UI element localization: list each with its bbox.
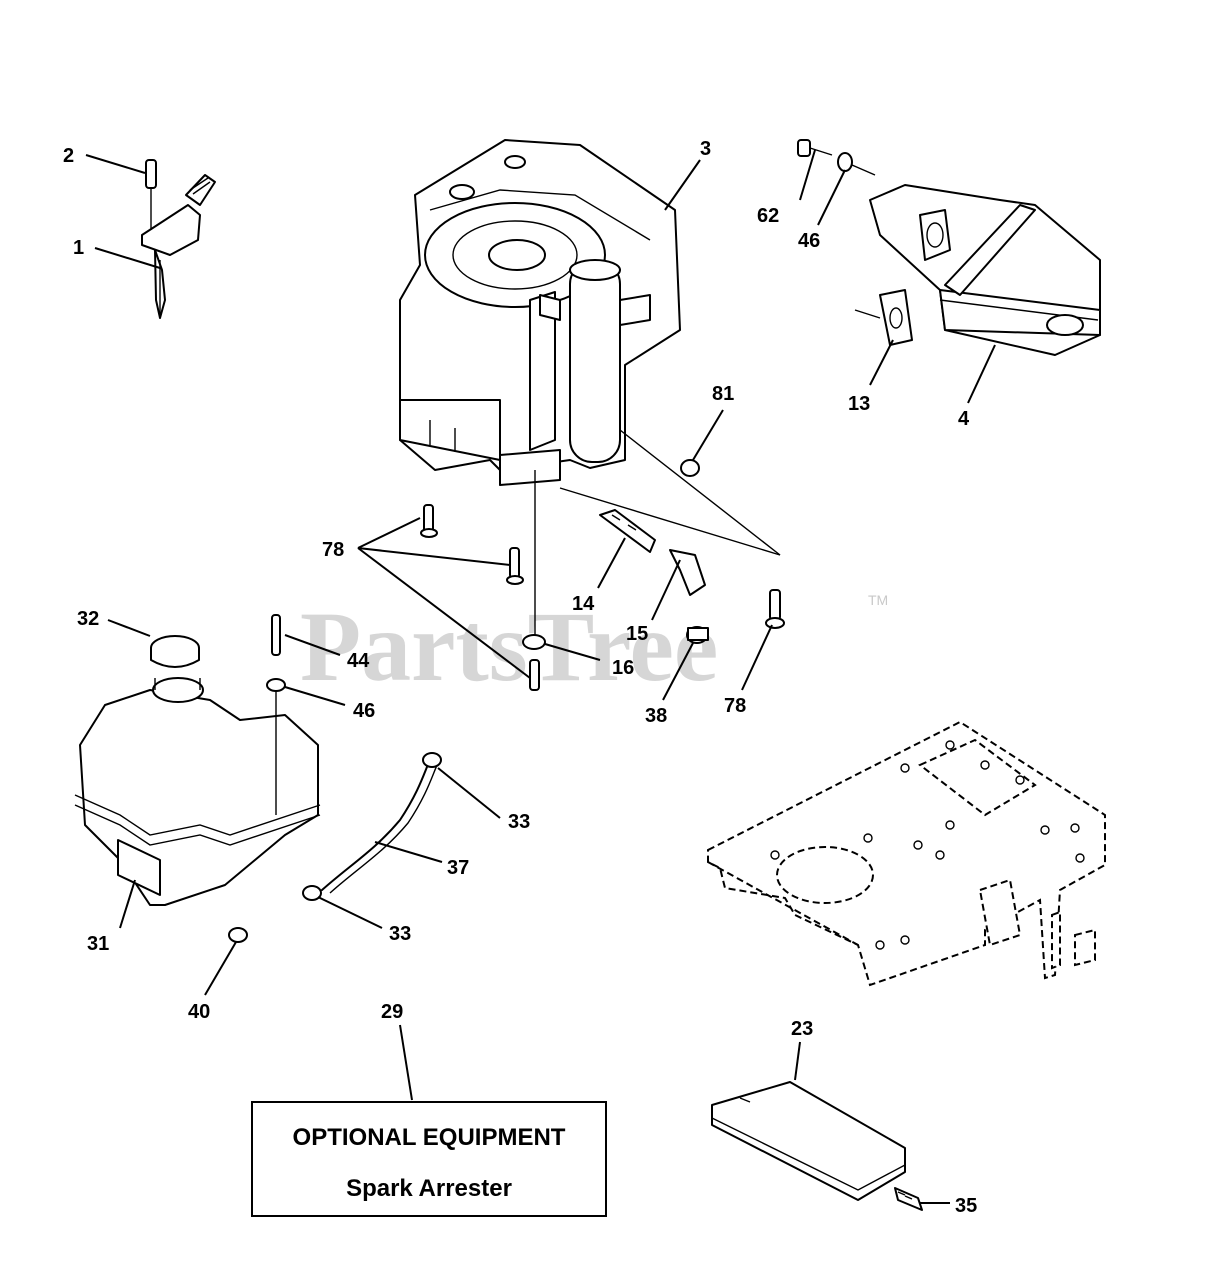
throttle-control-drawing [141,159,216,319]
callout-4: 4 [958,408,970,430]
frame-plate-drawing [707,720,1106,987]
callout-14: 14 [572,593,595,615]
callout-15: 15 [626,623,648,645]
callout-31: 31 [87,933,109,955]
callout-46: 46 [353,700,375,722]
optional-equipment-title: OPTIONAL EQUIPMENT [293,1124,566,1151]
watermark-trademark: TM [868,592,888,608]
callout-labels: 2 1 3 62 46 13 4 81 78 14 15 16 38 78 32… [63,138,977,1217]
callout-62: 46 [798,230,820,252]
callout-32: 32 [77,608,99,630]
callout-78b: 78 [724,695,746,717]
callout-35: 35 [955,1195,977,1217]
callout-1: 1 [73,237,84,259]
muffler-guard-drawing [711,1081,923,1211]
callout-72: 62 [757,205,779,227]
callout-81: 81 [712,383,734,405]
callout-3: 3 [700,138,711,160]
callout-33b: 33 [389,923,411,945]
spark-arrester-label: Spark Arrester [346,1175,512,1202]
callout-78: 78 [322,539,344,561]
callout-13: 13 [848,393,870,415]
callout-23: 23 [791,1018,813,1040]
callout-40: 40 [188,1001,210,1023]
fuel-hose-drawing [302,752,442,901]
muffler-drawing [797,139,1101,356]
leader-lines [85,149,996,1204]
callout-38: 38 [645,705,667,727]
fuel-tank-drawing [74,614,321,943]
callout-37: 37 [447,857,469,879]
watermark-text: PartsTree [300,591,718,702]
callout-2: 2 [63,145,74,167]
callout-16: 16 [612,657,634,679]
optional-equipment-box [251,1101,607,1217]
engine-drawing [399,139,781,556]
callout-44: 44 [347,650,370,672]
callout-29: 29 [381,1001,403,1023]
callout-33a: 33 [508,811,530,833]
